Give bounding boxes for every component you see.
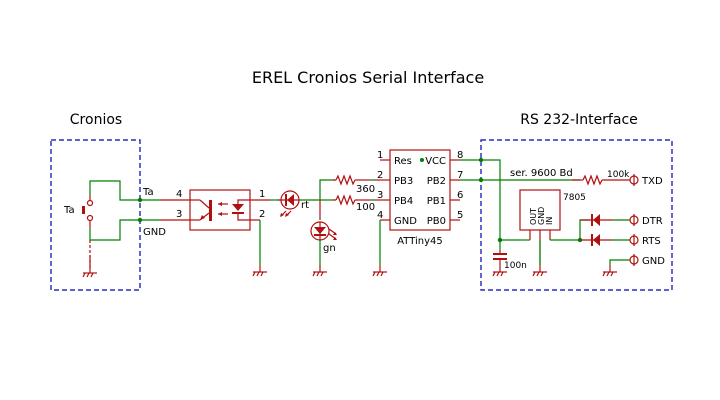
ground-symbol (312, 265, 327, 277)
wire (609, 259, 630, 265)
optocoupler (160, 189, 270, 231)
net-label-gnd: GND (143, 227, 166, 238)
regulator-pin-out: OUT (529, 208, 538, 225)
resistor-100k-label: 100k (607, 170, 630, 180)
ground-symbol (252, 265, 267, 277)
net-label-ta: Ta (142, 187, 154, 198)
mcu-pin-name-res: Res (394, 156, 412, 167)
led-green (310, 221, 337, 241)
opto-pin-3: 3 (176, 209, 182, 220)
mcu-pin-3: 3 (377, 190, 383, 201)
mcu-name: ATTiny45 (397, 236, 443, 247)
connector-rts (629, 234, 639, 246)
connector-txd (629, 174, 639, 186)
serial-note: ser. 9600 Bd (510, 168, 573, 179)
mcu-pin-4: 4 (377, 210, 383, 221)
wire (319, 179, 335, 200)
diode-dtr (580, 214, 612, 226)
mcu-pin-8: 8 (457, 150, 463, 161)
mcu-pin-2: 2 (377, 170, 383, 181)
regulator-pin-in: IN (545, 217, 554, 225)
ground-symbol (372, 265, 387, 277)
section-cronios-title: Cronios (70, 112, 122, 128)
regulator-pin-gnd: GND (537, 207, 546, 225)
connector-label-dtr: DTR (642, 216, 663, 227)
connector-dtr (629, 214, 639, 226)
mcu-pin-name-pb2: PB2 (427, 176, 446, 187)
diode-rts (580, 234, 612, 246)
resistor-100k (572, 174, 630, 186)
led-red (278, 190, 300, 217)
opto-pin-2: 2 (259, 209, 265, 220)
regulator-name: 7805 (563, 193, 586, 203)
wire (579, 219, 590, 240)
resistor-100-label: 100 (356, 202, 375, 213)
junction-dot (478, 157, 484, 163)
diagram-title: EREL Cronios Serial Interface (252, 68, 484, 87)
connector-label-txd: TXD (641, 176, 663, 187)
mcu-attiny45 (375, 149, 460, 231)
junction-dot (137, 217, 143, 223)
capacitor-label: 100n (504, 261, 527, 271)
section-rs232-title: RS 232-Interface (520, 112, 638, 128)
connector-gnd (629, 254, 639, 266)
connector-label-gnd: GND (642, 256, 665, 267)
mcu-pin-5: 5 (457, 210, 463, 221)
opto-pin-4: 4 (176, 189, 182, 200)
led-green-label: gn (323, 243, 336, 254)
cronios-frame (50, 139, 141, 291)
capacitor-100n (492, 240, 507, 277)
connector-label-rts: RTS (642, 236, 661, 247)
mcu-pin-name-pb4: PB4 (394, 196, 413, 207)
resistor-360-label: 360 (356, 184, 375, 195)
mcu-pin-name-pb1: PB1 (427, 196, 446, 207)
junction-dot (478, 177, 484, 183)
led-red-label: rt (301, 200, 309, 211)
mcu-pin-1: 1 (377, 150, 383, 161)
junction-dot (137, 197, 143, 203)
mcu-pin-7: 7 (457, 170, 463, 181)
resistor-360 (333, 174, 370, 186)
opto-pin-1: 1 (259, 189, 265, 200)
resistor-100 (333, 194, 370, 206)
ground-symbol (82, 255, 97, 278)
switch-label: Ta (63, 205, 75, 216)
mcu-pin-name-vcc: VCC (425, 156, 446, 167)
mcu-pin-name-gnd: GND (394, 216, 417, 227)
rs232-frame (480, 139, 673, 291)
mcu-pin-name-pb3: PB3 (394, 176, 413, 187)
mcu-pin-name-pb0: PB0 (427, 216, 446, 227)
ground-symbol (532, 265, 547, 277)
mcu-pin-6: 6 (457, 190, 463, 201)
ground-symbol (602, 265, 617, 277)
